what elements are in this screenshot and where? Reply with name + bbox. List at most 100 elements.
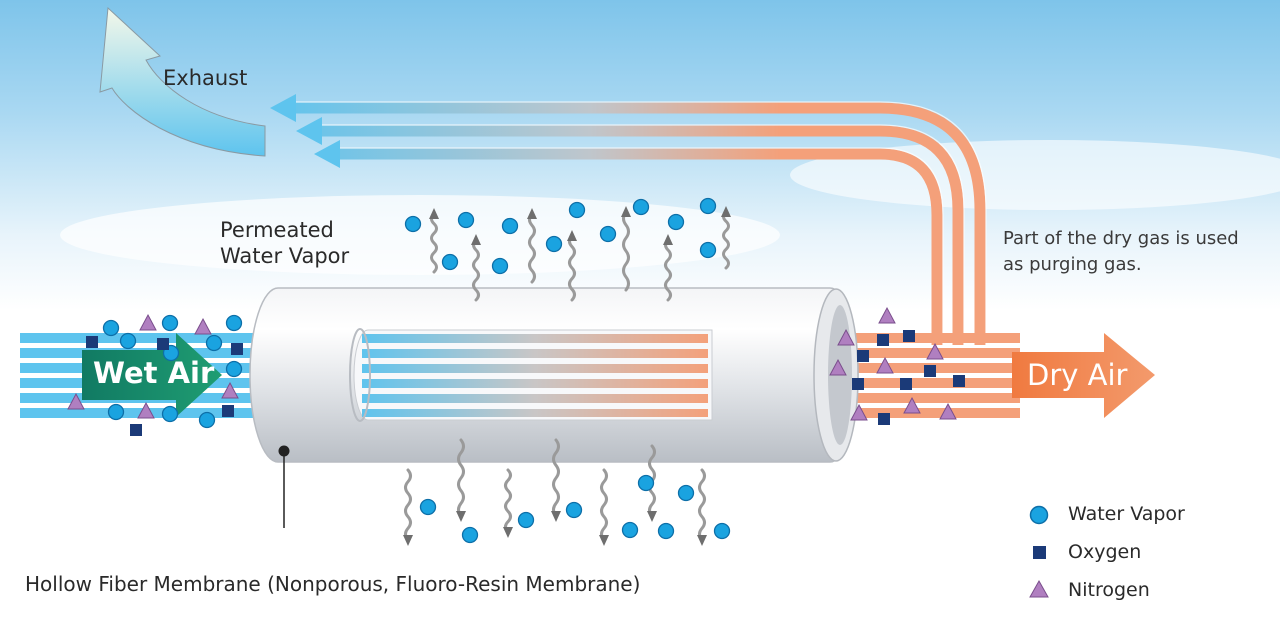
permeation-arrowhead [503, 527, 513, 538]
water-vapor-molecule [699, 197, 717, 215]
purge-arrowheads [270, 94, 340, 168]
nitrogen-molecule [67, 392, 85, 410]
permeation-wave [600, 468, 608, 542]
exhaust-arrow [99, 6, 266, 157]
nitrogen-molecule [137, 401, 155, 419]
permeation-wave [457, 438, 465, 518]
water-vapor-molecule [198, 411, 216, 429]
inner-fibers [362, 334, 708, 417]
purge-line2: as purging gas. [1003, 254, 1142, 275]
permeation-arrowhead [647, 511, 657, 522]
nitrogen-molecule [926, 342, 944, 360]
wet-air-label: Wet Air [93, 356, 215, 390]
water-vapor-molecule [102, 319, 120, 337]
permeated-line2: Water Vapor [220, 244, 350, 268]
permeation-arrowhead [599, 535, 609, 546]
permeation-arrows-top [429, 206, 731, 302]
water-vapor-molecule [461, 526, 479, 544]
legend-label: Oxygen [1068, 541, 1142, 563]
legend-nitrogen-symbol [1029, 579, 1049, 598]
water-vapor-molecule [161, 314, 179, 332]
water-vapor-molecule [599, 225, 617, 243]
dry-air-arrow [1012, 333, 1155, 418]
permeation-wave [404, 468, 412, 542]
water-vapor-molecule [677, 484, 695, 502]
water-vapor-molecule [545, 235, 563, 253]
permeation-arrowhead [621, 206, 631, 217]
nitrogen-molecule [939, 402, 957, 420]
water-vapor-molecule [713, 522, 731, 540]
water-vapor-molecule [632, 198, 650, 216]
water-vapor-molecule [568, 201, 586, 219]
oxygen-molecule [86, 336, 98, 348]
legend-label: Water Vapor [1068, 503, 1185, 525]
oxygen-molecule [900, 378, 912, 390]
exhaust-label: Exhaust [163, 66, 248, 90]
water-vapor-molecule [107, 403, 125, 421]
nitrogen-molecule [903, 396, 921, 414]
legend-symbols [1029, 505, 1049, 598]
permeation-wave [622, 210, 630, 292]
oxygen-molecule [903, 330, 915, 342]
oxygen-molecule [852, 378, 864, 390]
water-vapor-molecule [225, 360, 243, 378]
nitrogen-molecule [837, 328, 855, 346]
permeation-wave [430, 212, 438, 274]
nitrogen-molecule [139, 313, 157, 331]
permeation-arrows-bottom [403, 438, 707, 546]
water-vapor-molecule [419, 498, 437, 516]
permeation-arrowhead [697, 535, 707, 546]
permeation-wave [664, 238, 672, 302]
cloud [60, 195, 780, 275]
purge-lines [290, 102, 986, 345]
permeation-wave [528, 212, 536, 284]
water-vapor-molecule [161, 405, 179, 423]
permeated-line1: Permeated [220, 218, 334, 242]
dry-air-label: Dry Air [1027, 358, 1128, 392]
permeation-arrowhead [471, 234, 481, 245]
water-vapor-molecule [565, 501, 583, 519]
permeation-wave [568, 234, 576, 302]
nitrogen-molecule [221, 381, 239, 399]
water-vapor-molecule [517, 511, 535, 529]
permeation-arrowhead [663, 234, 673, 245]
nitrogen-molecule [194, 317, 212, 335]
water-vapor-molecule [621, 521, 639, 539]
oxygen-molecule [130, 424, 142, 436]
nitrogen-molecule [876, 356, 894, 374]
permeation-wave [698, 468, 706, 542]
water-vapor-molecule [225, 314, 243, 332]
oxygen-molecule [231, 343, 243, 355]
membrane-pointer [278, 445, 290, 528]
water-vapor-molecule [657, 522, 675, 540]
water-vapor-molecule [637, 474, 655, 492]
permeation-wave [504, 468, 512, 534]
permeation-wave [472, 238, 480, 302]
oxygen-molecule [877, 334, 889, 346]
water-vapor-molecule [441, 253, 459, 271]
permeated-water-vapor-label: Permeated Water Vapor [220, 217, 390, 269]
oxygen-molecule [222, 405, 234, 417]
water-vapor-molecule [501, 217, 519, 235]
permeation-arrowhead [567, 230, 577, 241]
permeation-arrowhead [551, 511, 561, 522]
nitrogen-molecule [878, 306, 896, 324]
water-vapor-molecule [491, 257, 509, 275]
oxygen-molecule [857, 350, 869, 362]
water-vapor-molecule [457, 211, 475, 229]
molecule-particles [67, 197, 965, 544]
permeation-arrowhead [721, 206, 731, 217]
permeation-wave [552, 438, 560, 518]
purging-gas-note: Part of the dry gas is used as purging g… [1003, 226, 1273, 278]
oxygen-molecule [953, 375, 965, 387]
permeation-arrowhead [527, 208, 537, 219]
water-vapor-molecule [205, 334, 223, 352]
oxygen-molecule [157, 338, 169, 350]
nitrogen-molecule [850, 403, 868, 421]
nitrogen-molecule [829, 358, 847, 376]
purge-line1: Part of the dry gas is used [1003, 228, 1239, 249]
oxygen-molecule [878, 413, 890, 425]
permeation-arrowhead [456, 511, 466, 522]
water-vapor-molecule [667, 213, 685, 231]
hollow-fiber-membrane [249, 287, 859, 463]
